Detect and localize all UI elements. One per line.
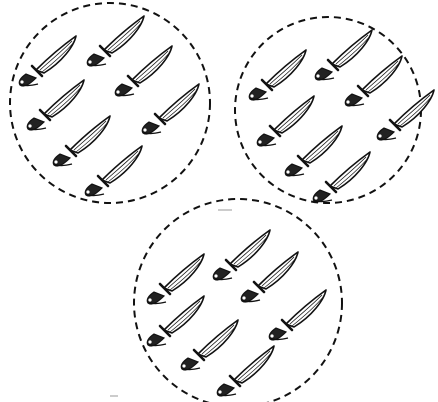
knife-icon	[313, 152, 370, 202]
knife-icon	[27, 80, 84, 130]
group-1	[10, 3, 210, 203]
knife-icon	[181, 320, 238, 370]
knife-icon	[377, 90, 434, 140]
knife-icon	[217, 346, 274, 396]
knife-icon	[142, 84, 199, 134]
knife-icon	[85, 146, 142, 196]
group-2	[235, 17, 434, 203]
knife-icon	[285, 126, 342, 176]
knife-icon	[345, 56, 402, 106]
group-3	[134, 199, 342, 402]
knife-icon	[87, 16, 144, 66]
knife-icon	[53, 116, 110, 166]
knife-icon	[147, 254, 204, 304]
knife-icon	[19, 36, 76, 86]
knife-icon	[249, 50, 306, 100]
knife-icon	[115, 46, 172, 96]
dashed-group-circle	[134, 199, 342, 402]
knife-icon	[269, 290, 326, 340]
knife-icon	[257, 96, 314, 146]
dashed-group-circle	[235, 17, 421, 203]
knife-icon	[315, 30, 372, 80]
knife-icon	[213, 230, 270, 280]
